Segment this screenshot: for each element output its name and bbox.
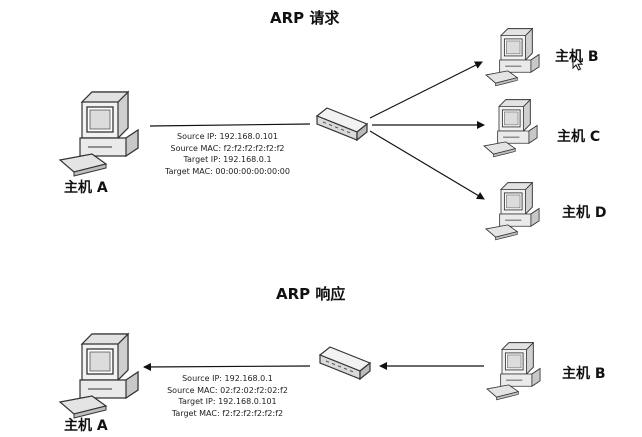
request-host-a-computer-icon <box>59 91 139 177</box>
response-host-b-label: 主机 B <box>562 366 606 382</box>
response-arrow-switch-to-a <box>143 362 311 371</box>
request-title: ARP 请求 <box>270 9 340 27</box>
response-host-b-computer-icon <box>486 342 541 401</box>
request-host-c-computer-icon <box>483 99 538 158</box>
response-packet-line: Target MAC: f2:f2:f2:f2:f2:f2 <box>171 408 284 418</box>
request-arrow-to-host-b <box>369 61 483 119</box>
request-packet-line: Source IP: 192.168.0.101 <box>177 132 278 141</box>
response-switch-icon <box>319 346 371 380</box>
response-title: ARP 响应 <box>276 285 346 303</box>
response-packet-line: Target IP: 192.168.0.101 <box>178 397 277 406</box>
response-host-a-computer-icon <box>59 333 139 419</box>
response-packet-line: Source MAC: 02:f2:02:f2:02:f2 <box>167 385 288 395</box>
request-host-b-computer-icon <box>485 28 540 87</box>
request-arrow-a-to-switch <box>149 123 311 127</box>
mouse-cursor-icon <box>572 53 584 71</box>
response-host-a-label: 主机 A <box>64 418 108 434</box>
request-packet-line: Source MAC: f2:f2:f2:f2:f2:f2 <box>170 143 285 153</box>
request-switch-icon <box>316 107 368 141</box>
request-host-d-computer-icon <box>485 182 540 241</box>
request-host-d-label: 主机 D <box>562 205 607 221</box>
request-arrow-to-host-d <box>369 130 485 200</box>
request-packet-line: Target MAC: 00:00:00:00:00:00 <box>165 166 290 176</box>
response-packet-info: Source IP: 192.168.0.1 Source MAC: 02:f2… <box>150 373 305 419</box>
request-packet-info: Source IP: 192.168.0.101 Source MAC: f2:… <box>150 131 305 177</box>
request-host-a-label: 主机 A <box>64 180 108 196</box>
request-host-c-label: 主机 C <box>557 129 601 145</box>
request-packet-line: Target IP: 192.168.0.1 <box>183 155 272 164</box>
response-packet-line: Source IP: 192.168.0.1 <box>182 374 273 383</box>
request-host-b-label: 主机 B <box>555 49 599 65</box>
